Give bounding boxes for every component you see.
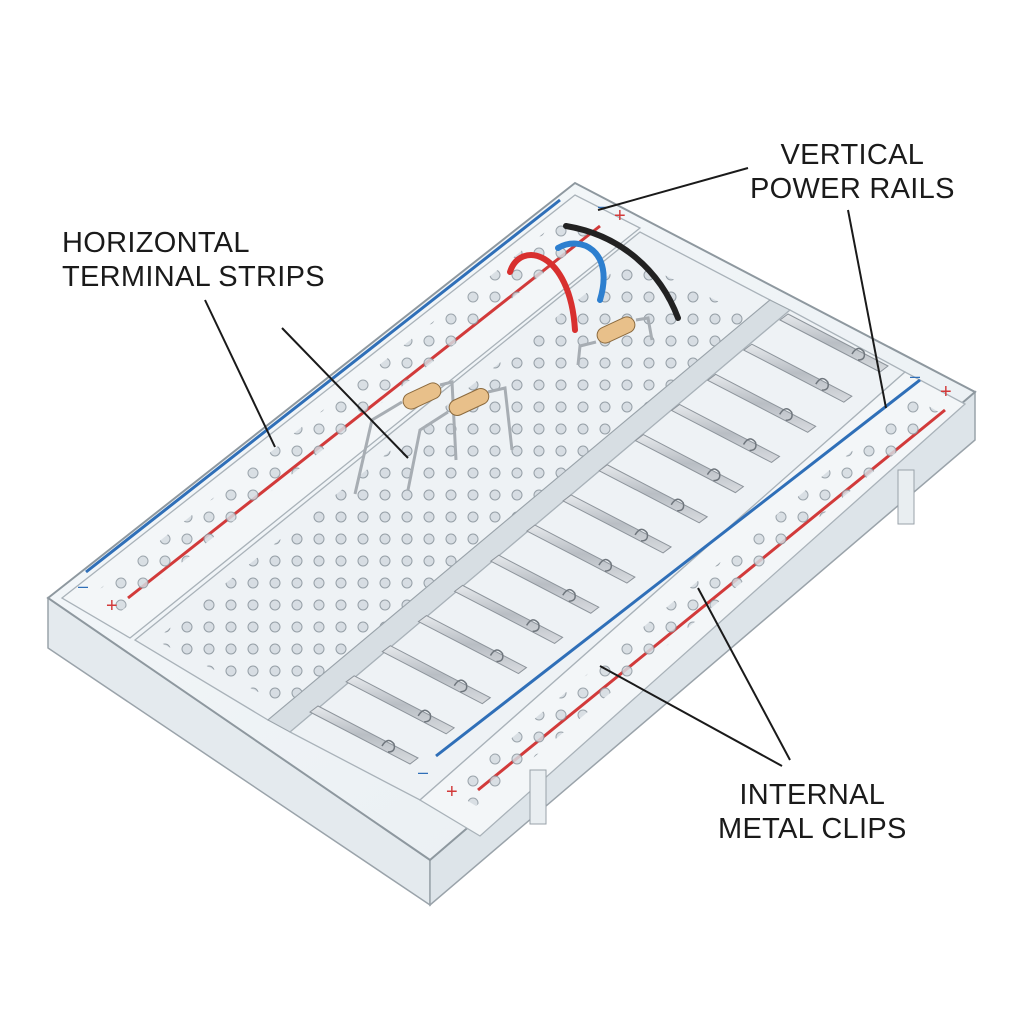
terminal-strips-label-line2: TERMINAL STRIPS (62, 261, 325, 293)
metal-clip-contact (851, 347, 866, 361)
metal-clip-contact (562, 588, 576, 602)
bottom-rail-minus-mark: – (418, 762, 428, 782)
metal-clip (742, 343, 853, 403)
connector-tab (897, 469, 915, 525)
power-rails-label-line1: VERTICAL (780, 139, 925, 171)
metal-clips-label-line1: INTERNAL (739, 779, 886, 811)
metal-clip-contact (815, 377, 829, 391)
metal-clip (634, 434, 745, 494)
metal-clip-contact (779, 408, 793, 422)
metal-clip-contact (706, 468, 721, 482)
left-rail-blue-line (85, 198, 561, 574)
red-jumper-wire (507, 252, 578, 333)
metal-clip (562, 494, 673, 554)
leader-line-power-rails (847, 209, 887, 409)
resistor (576, 316, 654, 366)
metal-clip (417, 614, 528, 675)
right-rail-blue-line (435, 378, 921, 758)
left-rail-holes (96, 220, 590, 612)
leader-line-power-rails (597, 167, 749, 211)
left-rail-minus-mark: – (78, 576, 88, 596)
left-rail-plus-mark: + (106, 595, 118, 617)
leader-line-terminal-strips (204, 299, 276, 448)
metal-clip (309, 705, 419, 765)
metal-clip (489, 554, 600, 614)
metal-clips-label-line2: METAL CLIPS (718, 813, 907, 845)
connector-tab (529, 769, 547, 825)
blue-jumper-wire (555, 240, 607, 303)
metal-clip (598, 464, 709, 524)
metal-clip-contact (381, 739, 396, 753)
leader-line-metal-clips (599, 665, 783, 767)
bottom-rail-plus-mark: + (446, 781, 458, 803)
metal-clip (381, 645, 492, 705)
right-rail-minus-mark: – (910, 366, 920, 386)
top-rail-plus-mark: + (614, 205, 626, 227)
metal-clip-contact (742, 438, 757, 452)
metal-clip-group (309, 313, 889, 765)
metal-clip (345, 675, 456, 735)
metal-clip-contact (525, 619, 540, 633)
metal-clip (706, 373, 817, 433)
right-rail-plus-mark: + (940, 381, 952, 403)
power-rails-label-line2: POWER RAILS (750, 173, 955, 205)
metal-clip-contact (453, 679, 468, 693)
top-rail-minus-mark: – (598, 196, 608, 216)
terminal-strips-label-line1: HORIZONTAL (62, 227, 250, 259)
metal-clip (670, 403, 781, 464)
metal-clip-contact (417, 709, 432, 723)
metal-clip (453, 584, 564, 644)
leader-line-terminal-strips (281, 327, 409, 459)
metal-clips-label: INTERNAL METAL CLIPS (718, 778, 907, 846)
power-rails-label: VERTICAL POWER RAILS (750, 138, 955, 206)
resistor (406, 386, 514, 491)
metal-clip (525, 524, 636, 584)
metal-clip-contact (598, 558, 613, 572)
right-rail-holes (450, 398, 942, 806)
leader-line-metal-clips (697, 587, 791, 761)
terminal-block-left-holes (155, 258, 760, 708)
black-jumper-wire (563, 223, 681, 321)
metal-clip (779, 313, 889, 373)
terminal-strips-label: HORIZONTAL TERMINAL STRIPS (62, 226, 325, 294)
metal-clip-contact (670, 498, 685, 512)
metal-clip-contact (489, 649, 504, 663)
metal-clip-contact (634, 528, 649, 542)
